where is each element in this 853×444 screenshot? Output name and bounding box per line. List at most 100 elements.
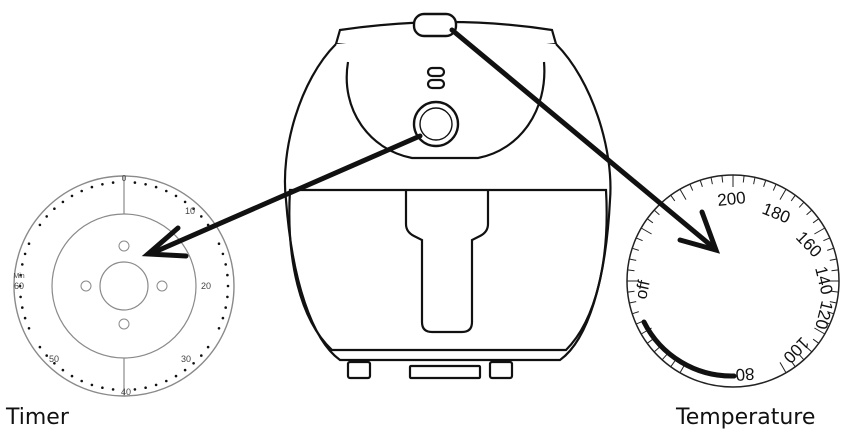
temperature-caption: Temperature — [676, 405, 816, 430]
timer-tick-dot — [192, 362, 195, 365]
timer-dial: 0 10 20 30 40 50 Min 60 — [13, 174, 235, 397]
temperature-tick — [627, 269, 635, 272]
timer-tick-dot — [183, 368, 187, 372]
temperature-tick — [670, 194, 676, 202]
timer-tick-dot — [80, 379, 83, 383]
temperature-tick — [632, 311, 639, 315]
temperature-tick — [679, 188, 687, 200]
timer-mark-30: 30 — [181, 354, 191, 364]
timer-tick-dot — [133, 181, 137, 184]
timer-tick-dot — [111, 388, 115, 391]
temperature-off-label: off — [631, 278, 654, 300]
timer-mark-40: 40 — [121, 387, 131, 397]
temperature-arrowhead — [677, 209, 721, 254]
temperature-tick — [798, 354, 805, 361]
timer-tick-dot — [174, 374, 178, 378]
timer-mark-10: 10 — [185, 206, 195, 216]
timer-screw-top — [118, 240, 130, 252]
timer-tick-dot — [61, 200, 65, 204]
timer-tick-dot — [70, 374, 74, 378]
timer-tick-dot — [45, 215, 48, 218]
temperature-tick — [646, 218, 654, 224]
timer-tick-dot — [45, 354, 48, 357]
temperature-tick — [790, 360, 796, 368]
temperature-tick — [689, 183, 694, 191]
temperature-tick — [814, 227, 826, 235]
temperature-tick — [661, 354, 668, 361]
timer-tick-dot — [80, 189, 83, 193]
temperature-tick-marks — [627, 175, 839, 374]
temperature-tick — [779, 362, 787, 374]
timer-tick-dot — [101, 386, 104, 390]
timer-tick-dot — [23, 252, 27, 256]
timer-tick-dot — [90, 383, 94, 387]
temperature-tick — [629, 258, 637, 261]
temperature-mark-200: 200 — [716, 188, 746, 210]
timer-unit-min: Min — [13, 273, 24, 280]
timer-tick-dot — [27, 327, 31, 330]
foot-left — [346, 360, 372, 380]
timer-tick-dot — [23, 316, 27, 320]
timer-tick-dot — [144, 183, 147, 186]
timer-screw-right — [156, 280, 168, 292]
timer-tick-dot — [19, 273, 22, 277]
temperature-tick — [699, 180, 703, 187]
air-fryer — [283, 12, 612, 380]
foot-center — [408, 364, 482, 380]
temperature-tick — [742, 175, 745, 183]
timer-knob-inner — [419, 107, 453, 141]
timer-knob[interactable] — [412, 100, 460, 148]
temperature-tick — [812, 338, 820, 344]
temperature-tick — [823, 237, 831, 242]
temperature-tick — [721, 175, 724, 183]
temperature-tick — [627, 290, 635, 293]
temperature-tick — [814, 327, 826, 335]
timer-tick-dot — [21, 263, 24, 266]
timer-tick-dot — [165, 189, 168, 193]
timer-tick-dot — [18, 284, 22, 288]
temperature-tick — [646, 338, 654, 344]
temperature-tick — [710, 177, 713, 185]
temperature-tick — [632, 247, 639, 251]
timer-tick-dot — [90, 185, 94, 189]
timer-tick-dot — [226, 295, 229, 299]
timer-tick-dot — [165, 379, 168, 383]
timer-tick-dot — [200, 215, 203, 218]
basket-drawer — [288, 188, 608, 352]
temperature-tick — [831, 269, 839, 272]
temperature-tick — [806, 346, 813, 353]
timer-tick-dot — [224, 263, 227, 266]
temperature-tick — [670, 360, 676, 368]
timer-tick-dot — [38, 223, 42, 227]
foot-right — [488, 360, 514, 380]
temperature-knob[interactable] — [412, 12, 458, 38]
timer-tick-dot — [217, 242, 221, 245]
timer-caption: Timer — [6, 405, 69, 430]
temperature-tick — [640, 227, 652, 235]
timer-tick-dot — [217, 327, 221, 330]
timer-screw-left — [80, 280, 92, 292]
temperature-tick — [653, 346, 660, 353]
indicator-light-bottom — [426, 78, 446, 90]
timer-tick-dot — [144, 386, 147, 390]
timer-tick-dot — [133, 388, 137, 391]
timer-tick-dot — [206, 345, 210, 349]
timer-dial-hub — [99, 261, 149, 311]
air-fryer-body — [283, 43, 612, 362]
timer-tick-dot — [53, 362, 56, 365]
temperature-tick — [829, 301, 837, 304]
timer-tick-dot — [21, 306, 24, 309]
timer-tick-dot — [221, 316, 225, 320]
timer-tick-dot — [70, 194, 74, 198]
temperature-tick — [827, 311, 834, 315]
timer-tick-dot — [183, 200, 187, 204]
timer-tick-dot — [53, 207, 56, 210]
timer-tick-dot — [174, 194, 178, 198]
basket-handle[interactable] — [404, 190, 490, 334]
timer-arrow-line — [147, 133, 423, 257]
timer-mark-60: 60 — [14, 281, 24, 291]
temperature-tick — [653, 209, 660, 216]
timer-tick-dot — [154, 383, 158, 387]
temperature-arrow-line — [449, 27, 717, 251]
